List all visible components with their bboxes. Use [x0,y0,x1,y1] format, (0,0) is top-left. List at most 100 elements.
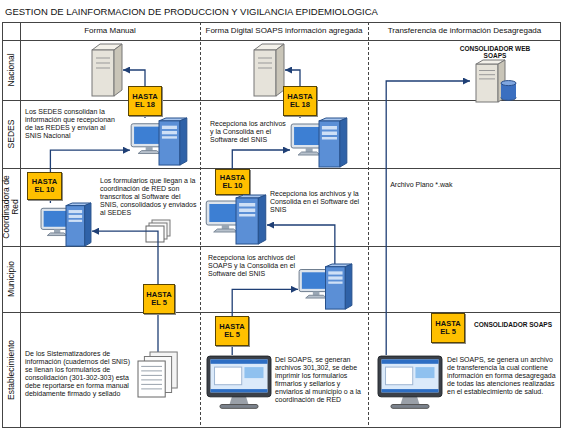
icon-part [239,209,255,213]
deadline-box: HASTA EL 10 [215,169,250,195]
server-slot [258,68,272,69]
level-band: CONSOLIDADOR WEB SOAPS Nacional [2,40,561,100]
icon-part [162,136,177,138]
row-label: Nacional [7,42,16,98]
computer-icon [290,118,348,168]
server-slot [258,58,272,59]
icon-part [479,70,495,71]
icon-part [239,214,255,217]
icon-part [378,356,442,397]
computer-icon [130,118,188,166]
computer-icon [40,203,92,247]
row-label: Establecimiento [7,314,16,426]
icon-part [69,220,83,222]
icon-part [386,367,413,385]
system-node: Del SOAPS, se generan archivos 301,302, … [205,355,273,410]
row-divider [2,246,561,247]
icon-part [69,215,83,218]
icon-part [220,405,258,409]
system-node: De los Sistematizadores de información (… [138,352,178,397]
docs-icon [138,352,178,397]
icon-part [322,132,337,136]
server-slot [96,68,110,69]
icon-part [501,81,516,86]
icon-part [141,388,162,389]
icon-part [66,206,85,246]
deadline-text: HASTA EL 10 [216,174,249,190]
system-node: Recepciona los archivos y la Consolida e… [290,118,348,168]
serverdb-icon [470,60,520,102]
computer-icon [205,195,267,245]
node-description: Del SOAPS, se genera un archivo de trans… [447,356,558,396]
node-description: Del SOAPS, se generan archivos 301,302, … [275,356,365,404]
node-description: De los Sistematizadores de información (… [25,350,135,398]
icon-part [239,203,255,207]
icon-part [391,405,429,409]
column-header: Forma Manual [20,22,200,40]
icon-part [47,233,67,236]
system-node: Recepciona los archivos del SOAPS y la C… [298,264,353,310]
server-side [114,44,122,96]
system-node: Recepciona los archivos y la Consolida e… [205,195,267,245]
paper-sheet [146,226,164,242]
row-divider [2,40,561,41]
row-label: Coordinadora de Red [2,170,20,244]
deadline-box: HASTA EL 18 [128,86,162,116]
node-description: Recepciona los archivos del SOAPS y la C… [208,254,300,278]
icon-part [138,151,160,154]
deadline-box: HASTA EL 5 [143,284,175,314]
level-band: HASTA EL 18Los SEDES consolidan la infor… [2,100,561,168]
server-icon [92,44,122,96]
icon-part [328,281,342,283]
row-label: SEDES [7,102,16,166]
icon-part [326,267,346,309]
computer-icon [298,264,353,310]
free-label: CONSOLIDADOR SOAPS [474,321,554,328]
icon-part [322,126,337,130]
icon-part [210,389,267,392]
flow-arrow [386,81,470,355]
deadline-box: HASTA EL 10 [27,172,62,200]
icon-part [138,361,165,397]
icon-part [381,389,438,392]
icon-part [69,210,83,213]
deadline-text: HASTA EL 5 [144,291,174,307]
icon-part [141,370,162,371]
icon-part [381,359,438,363]
system-node: Los SEDES consolidan la información que … [130,118,188,166]
system-node: CONSOLIDADOR WEB SOAPS [470,60,520,102]
icon-part [322,137,337,140]
icon-part [381,359,438,392]
node-description: Recepciona los archivos y la Consolida e… [270,190,360,214]
icon-part [236,198,258,244]
server-slot [258,63,272,64]
level-band: HASTA EL 5 HASTA EL 5 De los Sistematizado… [2,312,561,428]
icon-part [244,367,263,378]
deadline-text: HASTA EL 5 [216,323,248,339]
icon-part [476,64,498,102]
column-header-text: Forma Digital SOAPS información agregada [200,27,368,36]
column-header: Transferencia de información Desagregada [368,22,561,40]
icon-part [258,195,265,244]
icon-part [141,379,162,380]
icon-part [215,367,242,385]
level-band: HASTA EL 10Los formularios que llegan a … [2,168,561,246]
system-node: Del SOAPS, se genera un archivo de trans… [376,355,444,410]
server-icon [254,44,284,96]
diagram-title: GESTION DE LAINFORMACION DE PRODUCCION Y… [5,6,378,17]
icon-part [479,78,495,79]
edge-label: Archivo Plano *.wak [390,180,452,189]
level-band: HASTA EL 5 Recepciona los archivos del SO… [2,246,561,312]
icon-part [328,276,342,279]
table-frame [3,23,561,428]
monitor-icon [205,355,273,410]
column-header: Forma Digital SOAPS información agregada [200,22,368,40]
icon-part [162,126,177,129]
icon-part [415,367,434,378]
row-label: Municipio [7,248,16,310]
deadline-box: HASTA EL 5 [431,313,465,343]
deadline-box: HASTA EL 18 [283,86,317,116]
icon-part [159,121,180,165]
icon-part [210,359,267,392]
icon-part [180,118,187,165]
